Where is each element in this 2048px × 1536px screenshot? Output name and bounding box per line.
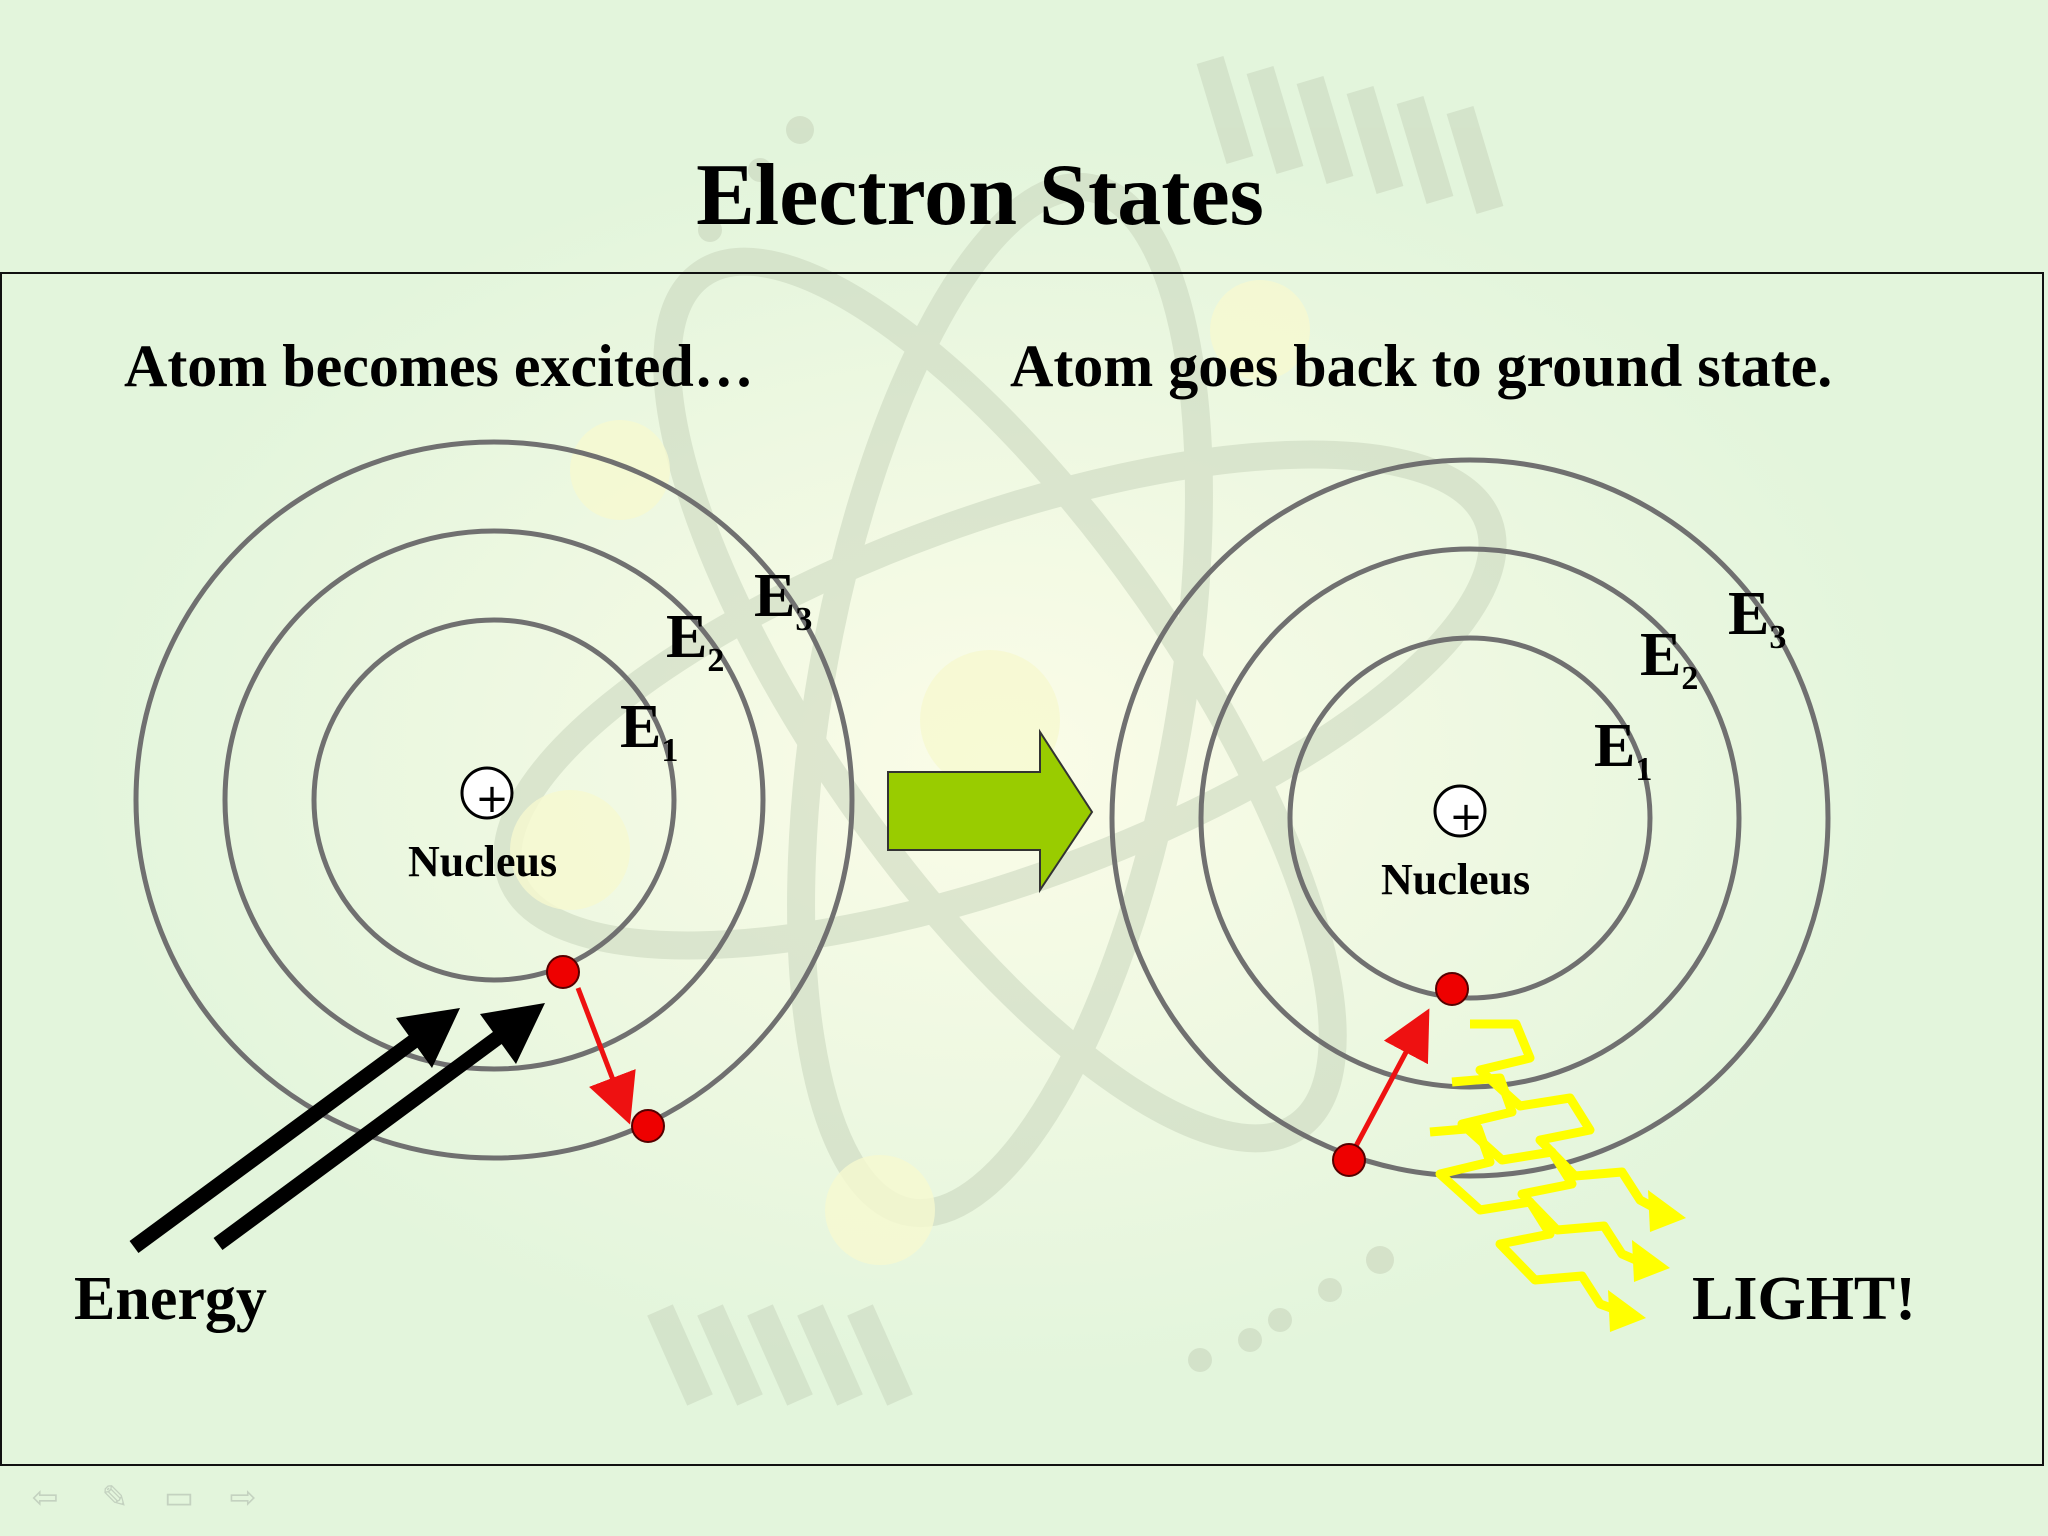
nucleus-symbol-left: + — [475, 776, 509, 822]
level-label-e3-left: E3 — [754, 562, 813, 638]
nucleus-circle-right — [1433, 784, 1487, 838]
pen-icon[interactable]: ✎ — [101, 1478, 129, 1516]
right-atom: + — [1109, 457, 1831, 1332]
excitation-transition-arrow — [575, 987, 636, 1125]
energy-arrows — [129, 1003, 545, 1254]
electron-e1-right — [1435, 972, 1469, 1006]
light-waves — [1429, 1019, 1686, 1332]
light-label: LIGHT! — [1692, 1265, 1916, 1333]
orbit-e3-right — [1109, 457, 1831, 1179]
nucleus-circle-left — [460, 766, 514, 820]
orbit-e2-right — [1198, 546, 1742, 1090]
left-atom: + — [129, 439, 855, 1254]
nucleus-symbol-right: + — [1449, 794, 1483, 840]
electron-e1-left — [546, 955, 580, 989]
level-label-e1-left: E1 — [620, 693, 679, 769]
nucleus-label-left: Nucleus — [408, 837, 558, 886]
level-label-e1-right: E1 — [1594, 712, 1653, 788]
next-slide-icon[interactable]: ⇨ — [229, 1478, 257, 1516]
process-arrow — [887, 728, 1094, 894]
slide-menu-icon[interactable]: ▭ — [163, 1478, 195, 1516]
orbit-e2-left — [222, 528, 766, 1072]
energy-label: Energy — [74, 1265, 267, 1333]
electron-e2-left — [631, 1109, 665, 1143]
right-heading: Atom goes back to ground state. — [1010, 333, 1833, 399]
electron-e2-right — [1332, 1143, 1366, 1177]
orbit-e3-left — [133, 439, 855, 1161]
previous-slide-icon[interactable]: ⇦ — [31, 1478, 59, 1516]
orbit-e1-left — [311, 617, 677, 983]
orbit-e1-right — [1287, 635, 1653, 1001]
watermark-dots — [698, 116, 1394, 1372]
slide-title: Electron States — [696, 147, 1264, 244]
left-heading: Atom becomes excited… — [124, 333, 754, 399]
level-label-e3-right: E3 — [1728, 580, 1787, 656]
level-label-e2-left: E2 — [666, 603, 725, 679]
level-label-e2-right: E2 — [1640, 621, 1699, 697]
relaxation-transition-arrow — [1353, 1008, 1430, 1148]
watermark-glow-spots — [510, 280, 1310, 1265]
nucleus-label-right: Nucleus — [1381, 855, 1531, 904]
